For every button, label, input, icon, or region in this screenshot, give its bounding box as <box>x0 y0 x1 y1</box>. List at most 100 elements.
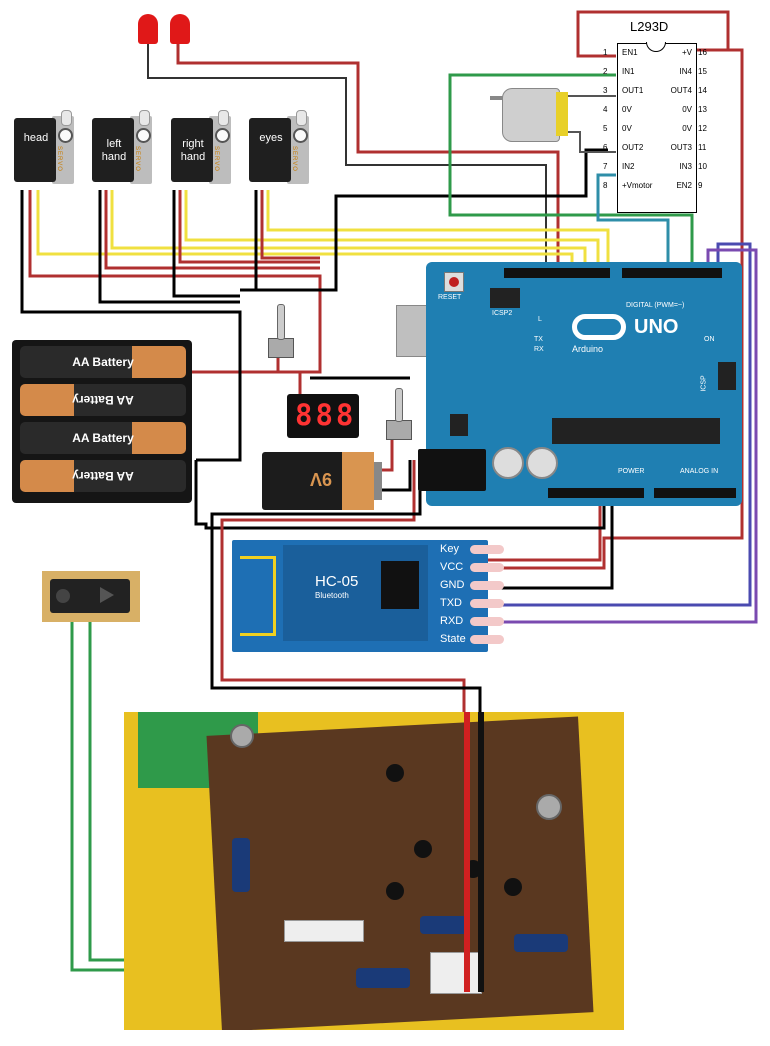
servo-black <box>20 190 242 462</box>
l293d-right-pin-num: 10 <box>698 162 707 171</box>
display-digits: 888 <box>295 398 357 432</box>
l293d-left-pin-name: EN1 <box>622 48 638 57</box>
battery-black <box>194 460 606 530</box>
toggle-switch-2-lever <box>395 388 403 422</box>
battery-cell-2-label: AA Battery <box>72 393 134 407</box>
dc-power-jack <box>418 449 486 491</box>
transistor-1 <box>386 764 404 782</box>
l293-teal <box>596 173 670 272</box>
battery-9v-label: 9V <box>310 469 333 489</box>
servo-black-3 <box>172 190 240 298</box>
dc-motor-icon <box>490 88 568 142</box>
bt-chip-icon <box>381 561 419 609</box>
toggle-switch-1-lever <box>277 304 285 340</box>
l293d-chip <box>617 42 697 213</box>
l293d-left-pin-num: 6 <box>603 143 608 152</box>
servo-eyes-brand: SERVO <box>291 146 297 172</box>
servo-left-hand-label: left hand <box>101 138 127 163</box>
bt-sub: Bluetooth <box>315 591 349 600</box>
servo-yellow-4 <box>266 190 610 272</box>
capacitor-blue-2 <box>514 934 568 952</box>
screw-icon-2 <box>230 724 254 748</box>
l293d-right-pin-num: 12 <box>698 124 707 133</box>
reset-button[interactable] <box>444 272 464 292</box>
reset-label: RESET <box>438 294 462 301</box>
push-switch-module <box>42 571 140 622</box>
l293d-left-pin-name: 0V <box>622 124 632 133</box>
l293d-left-pin-name: OUT1 <box>622 86 644 95</box>
bt-pin-header <box>470 635 504 644</box>
switch-wire <box>276 350 302 394</box>
arduino-5v <box>488 492 602 562</box>
l293d-right-pin-num: 13 <box>698 105 707 114</box>
rx-label: RX <box>534 346 544 353</box>
bt-pin-header <box>470 599 504 608</box>
bt-pin-header <box>470 581 504 590</box>
l293d-right-pin-num: 11 <box>698 143 707 152</box>
l293d-right-pin-name: 0V <box>682 105 692 114</box>
antenna-icon <box>240 556 276 636</box>
l-label: L <box>538 316 542 323</box>
l293d-right-pin-num: 14 <box>698 86 707 95</box>
l293d-left-pin-num: 5 <box>603 124 608 133</box>
l293d-left-pin-name: +Vmotor <box>622 181 653 190</box>
led-left-icon <box>138 14 158 44</box>
bt-pin-header <box>470 563 504 572</box>
icsp2-label: ICSP2 <box>492 310 513 317</box>
black-to-arduino <box>240 148 608 292</box>
bt-pin-label: TXD <box>440 597 462 609</box>
atmega-chip <box>552 418 720 444</box>
seven-segment-display: 888 <box>287 394 359 438</box>
led-wire-gray <box>147 42 547 270</box>
bt-pin-label: VCC <box>440 561 464 573</box>
servo-yellow-2 <box>110 190 587 272</box>
toggle-switch-2[interactable] <box>386 420 412 440</box>
capacitor-blue-1 <box>420 916 470 934</box>
led-wire-red <box>176 42 560 270</box>
bt-model: HC-05 <box>315 573 359 590</box>
battery-cell-3-label: AA Battery <box>72 431 134 445</box>
l293d-right-pin-name: EN2 <box>676 181 692 190</box>
servo-red-2 <box>104 190 320 270</box>
servo-right-hand: right hand SERVO <box>171 110 233 184</box>
motor-wire-2 <box>568 131 616 153</box>
servo-left-hand: left hand SERVO <box>92 110 154 184</box>
bt-module-board: HC-05 Bluetooth <box>283 545 428 641</box>
l293d-right-pin-name: IN3 <box>679 162 692 171</box>
l293d-left-pin-name: IN1 <box>622 67 635 76</box>
servo-head: head SERVO <box>14 110 76 184</box>
switch-dot-icon <box>56 589 70 603</box>
icsp-label: ICSP <box>700 375 708 392</box>
toggle-switch-1[interactable] <box>268 338 294 358</box>
l293d-left-pin-num: 8 <box>603 181 608 190</box>
bt-gnd <box>488 492 614 590</box>
bt-pin-header <box>470 617 504 626</box>
black-wire-photo <box>478 712 484 992</box>
tx-label: TX <box>534 336 543 343</box>
servo-yellow-3 <box>184 190 600 272</box>
arduino-logo-icon <box>572 314 626 340</box>
l293d-left-pin-num: 4 <box>603 105 608 114</box>
digital-label: DIGITAL (PWM=~) <box>626 302 685 309</box>
battery-cell-4-label: AA Battery <box>72 469 134 483</box>
l293d-right-pin-name: IN4 <box>679 67 692 76</box>
servo-eyes-label: eyes <box>259 132 283 144</box>
speaker-connector <box>430 952 482 994</box>
servo-head-brand: SERVO <box>56 146 62 172</box>
l293d-left-pin-name: IN2 <box>622 162 635 171</box>
l293d-right-pin-num: 16 <box>698 48 707 57</box>
red-wire-photo <box>464 712 470 992</box>
bt-pin-label: State <box>440 633 466 645</box>
aa-battery-pack: AA Battery AA Battery AA Battery AA Batt… <box>12 340 192 503</box>
toy-pcb-photo <box>124 712 624 1030</box>
switch-arrow-icon <box>100 587 114 603</box>
l293-green <box>448 73 694 272</box>
l293d-title: L293D <box>630 19 669 34</box>
bt-pin-label: GND <box>440 579 465 591</box>
bt-pin-label: RXD <box>440 615 464 627</box>
transistor-5 <box>414 840 432 858</box>
uno-logo: UNO <box>634 316 679 338</box>
l293d-left-pin-name: 0V <box>622 105 632 114</box>
l293d-right-pin-num: 9 <box>698 181 703 190</box>
